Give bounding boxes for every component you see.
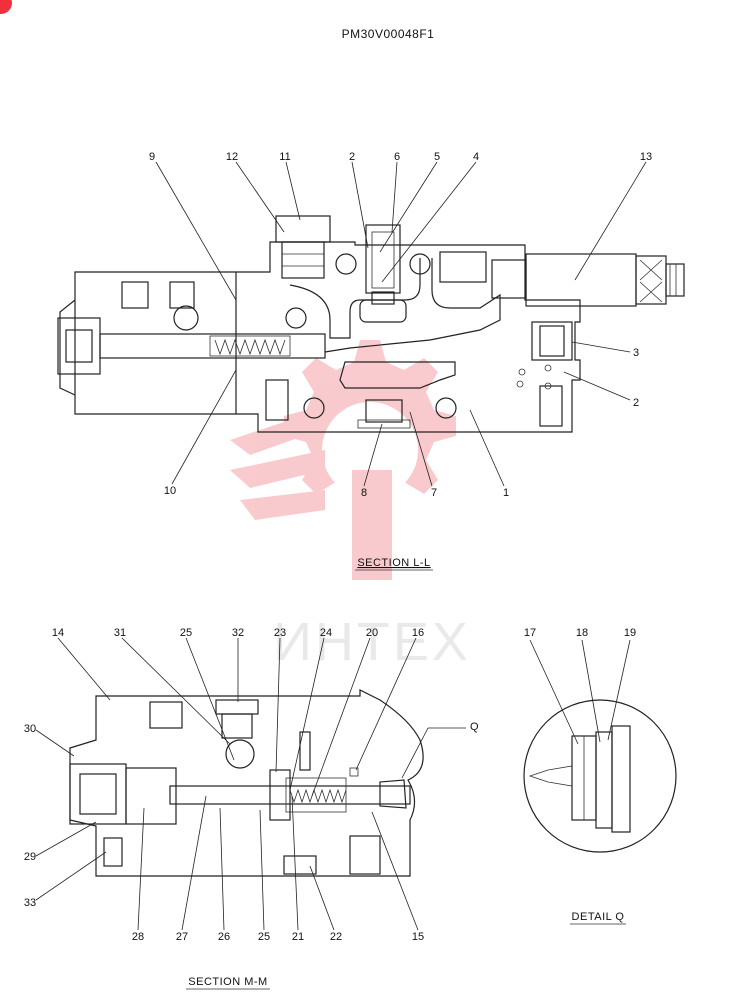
- detail-q-leaders: [529, 639, 631, 745]
- callout-label: 33: [24, 897, 36, 909]
- detail-q-drawing: [523, 699, 677, 853]
- watermark-gear: [230, 340, 456, 580]
- detail-q-caption: DETAIL Q: [572, 911, 625, 923]
- callout-label: 6: [394, 151, 400, 163]
- corner-badge: [0, 0, 12, 14]
- callout-label: 31: [114, 627, 126, 639]
- watermark-text: ИНТЕХ: [273, 612, 471, 672]
- section-mm-caption: SECTION M-M: [188, 976, 267, 988]
- section-mm-leaders: [35, 637, 466, 931]
- callout-label: 19: [624, 627, 636, 639]
- callout-label: 14: [52, 627, 64, 639]
- section-ll-leaders: [155, 161, 647, 487]
- callout-label: 4: [473, 151, 479, 163]
- callout-label: Q: [470, 721, 479, 733]
- callout-label: 16: [412, 627, 424, 639]
- callout-label: 7: [431, 487, 437, 499]
- callout-label: 20: [366, 627, 378, 639]
- callout-label: 2: [349, 151, 355, 163]
- callout-label: 25: [180, 627, 192, 639]
- callout-label: 11: [279, 151, 290, 163]
- callout-label: 8: [361, 487, 367, 499]
- section-mm-callouts: 14 31 25 32 23 24 20 16 Q 30 29 33 28 27…: [24, 627, 479, 943]
- callout-label: 17: [524, 627, 536, 639]
- callout-label: 28: [132, 931, 144, 943]
- callout-label: 18: [576, 627, 588, 639]
- callout-label: 12: [226, 151, 238, 163]
- callout-label: 29: [24, 851, 36, 863]
- callout-label: 25: [258, 931, 270, 943]
- callout-label: 32: [232, 627, 244, 639]
- callout-label: 26: [218, 931, 230, 943]
- callout-label: 3: [633, 347, 639, 359]
- callout-label: 22: [330, 931, 342, 943]
- section-ll-caption: SECTION L-L: [357, 557, 430, 569]
- callout-label: 1: [503, 487, 509, 499]
- document-code: PM30V00048F1: [342, 27, 435, 41]
- callout-label: 30: [24, 723, 36, 735]
- detail-q-callouts: 17 18 19: [524, 627, 636, 639]
- callout-label: 24: [320, 627, 332, 639]
- callout-label: 13: [640, 151, 652, 163]
- callout-label: 27: [176, 931, 188, 943]
- callout-label: 10: [164, 485, 176, 497]
- callout-label: 15: [412, 931, 424, 943]
- section-ll-drawing: [57, 215, 685, 433]
- callout-label: 9: [149, 151, 155, 163]
- callout-label: 2: [633, 397, 639, 409]
- section-ll-callouts: 9 12 11 2 6 5 4 13 3 2 10 8 7 1: [149, 151, 652, 499]
- callout-label: 5: [434, 151, 440, 163]
- callout-label: 21: [292, 931, 304, 943]
- section-mm-drawing: [69, 689, 424, 877]
- callout-label: 23: [274, 627, 286, 639]
